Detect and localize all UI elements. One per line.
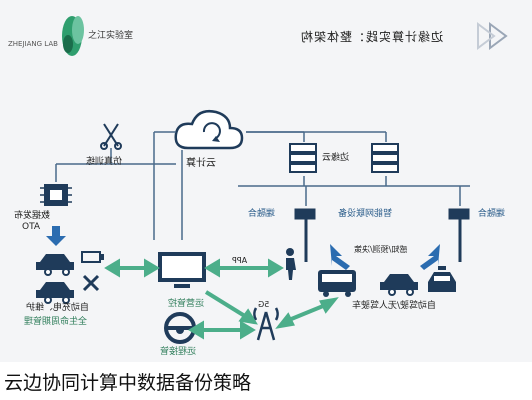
car-icon — [36, 254, 74, 304]
label-autonomous: 自动驾驶/无人驾驶车 — [352, 301, 437, 311]
steering-wheel-icon — [164, 312, 196, 344]
label-5g: 5G — [258, 300, 270, 309]
page-title: 边缘计算实践：整体架构 — [300, 30, 444, 44]
label-cloud: 云计算 — [186, 158, 216, 169]
battery-icon — [81, 251, 104, 263]
server-icon — [289, 143, 399, 173]
label-sim-training: 仿真训练 — [86, 157, 123, 167]
chip-icon — [40, 184, 72, 206]
car-icon — [380, 274, 418, 296]
down-arrow-icon — [46, 226, 66, 246]
logo-icon — [62, 16, 84, 56]
label-app: APP — [232, 256, 248, 265]
bus-icon — [318, 270, 356, 297]
taxi-icon — [428, 266, 456, 292]
label-ops-platform: 运营管控 — [168, 299, 205, 309]
label-smart-network: 智能网联设备 — [338, 209, 393, 219]
diagram-canvas: 之江实验室 ZHEJIANG LAB 边缘计算实践：整体架构 云计算 仿真训练 … — [0, 0, 532, 362]
label-maintenance: 自动充电、维护 — [26, 303, 90, 313]
label-ota: OTA — [22, 222, 41, 232]
green-arrows — [104, 258, 339, 340]
pedestrian-icon — [286, 248, 296, 280]
label-roadside-fusion: 端融合 — [478, 209, 506, 219]
roadside-unit-icon — [294, 208, 470, 262]
image-caption: 云边协同计算中数据备份策略 — [4, 372, 252, 394]
label-perception: 感知/预测/决策 — [354, 245, 408, 254]
wrench-icon — [82, 274, 100, 292]
label-vehicle-fusion: 端融合 — [248, 209, 276, 219]
label-remote-drive: 远程接管 — [160, 347, 197, 357]
monitor-icon — [158, 252, 206, 288]
blue-arrows — [330, 244, 440, 270]
cloud-icon — [174, 110, 244, 150]
tower-icon — [253, 307, 279, 341]
diagram-graphics — [36, 16, 508, 344]
label-edge-cloud: 边缘云 — [322, 153, 350, 163]
label-data-release: 数据发布 — [14, 211, 51, 221]
logo-subtitle: ZHEJIANG LAB — [8, 40, 58, 48]
tools-icon — [100, 123, 122, 150]
title-chevron-icon — [477, 22, 508, 50]
label-lifecycle: 全生命周期管理 — [24, 317, 88, 327]
logo-text: 之江实验室 — [88, 31, 134, 41]
